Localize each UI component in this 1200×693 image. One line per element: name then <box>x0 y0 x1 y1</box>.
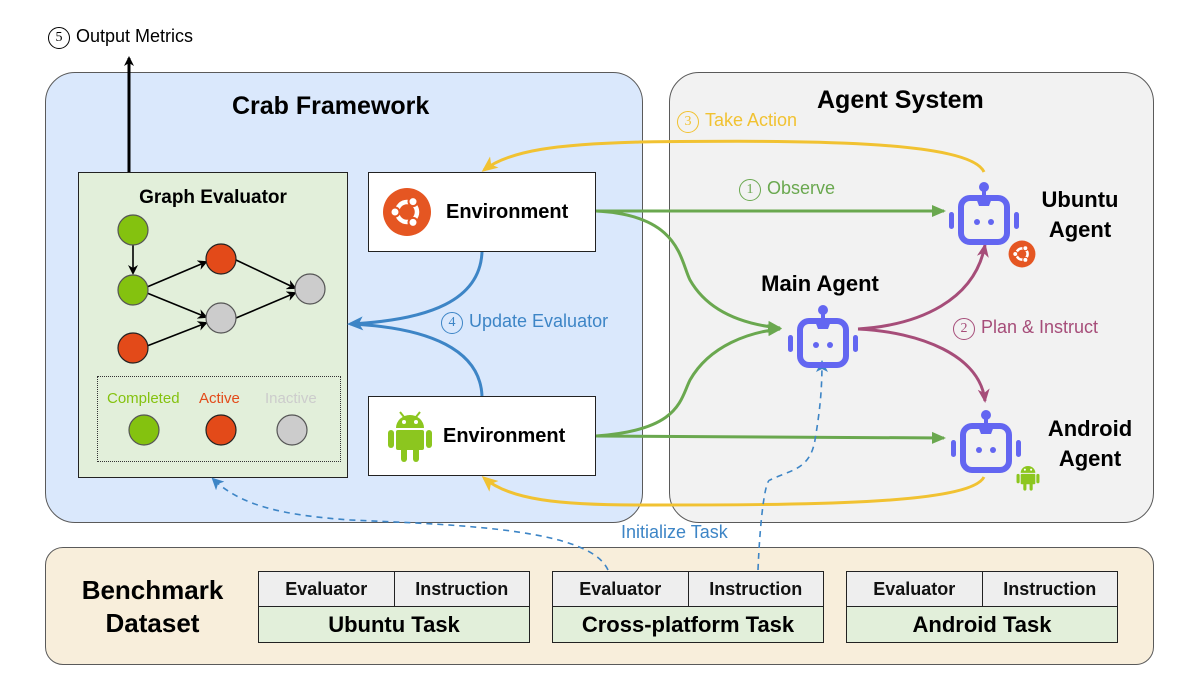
legend-node-inactive <box>276 414 308 446</box>
android-agent-name-line1: Android <box>1047 416 1133 441</box>
step-number-2: 2 <box>953 318 975 340</box>
graph-edge <box>235 259 297 290</box>
observe-label: 1 Observe <box>739 178 835 201</box>
step-number-5: 5 <box>48 27 70 49</box>
task-evaluator-cell: Evaluator <box>847 572 983 606</box>
graph-node-active <box>205 243 237 275</box>
plan-arrow-ubuntu <box>857 243 989 331</box>
graph-evaluator-title: Graph Evaluator <box>139 187 287 208</box>
task-instruction-cell: Instruction <box>709 578 803 599</box>
initialize-task-arrow-evaluator <box>211 477 609 571</box>
legend-active-label: Active <box>199 390 240 407</box>
android-agent-robot-icon <box>951 410 1021 473</box>
observe-arrow-main-from-ubuntu <box>595 209 782 333</box>
update-evaluator-text: Update Evaluator <box>469 311 609 331</box>
crab-framework-title: Crab Framework <box>232 92 430 120</box>
ubuntu-agent-robot-icon <box>949 182 1019 245</box>
android-agent-label: Android Agent <box>1035 414 1145 474</box>
initialize-task-arrow-main-agent <box>757 360 828 571</box>
environment-label: Environment <box>443 424 566 447</box>
ubuntu-badge-icon <box>1008 240 1036 268</box>
plan-instruct-label: 2 Plan & Instruct <box>953 317 1098 340</box>
graph-node-completed <box>117 214 149 246</box>
environment-label: Environment <box>446 200 569 223</box>
update-evaluator-arrow-android <box>351 322 484 397</box>
task-instruction-cell: Instruction <box>1003 578 1097 599</box>
android-task: Evaluator Instruction Android Task <box>846 571 1118 643</box>
initialize-task-label: Initialize Task <box>621 522 728 542</box>
take-action-text: Take Action <box>705 110 798 130</box>
take-action-arrow-android <box>481 476 986 507</box>
plan-arrow-android <box>857 327 990 403</box>
graph-node-completed <box>117 274 149 306</box>
legend-box <box>97 376 341 462</box>
graph-node-inactive <box>205 302 237 334</box>
android-agent-name-line2: Agent <box>1058 446 1122 471</box>
main-agent-robot-icon <box>788 305 858 368</box>
task-instruction-cell: Instruction <box>415 578 509 599</box>
main-agent-label: Main Agent <box>761 271 879 296</box>
legend-inactive-label: Inactive <box>265 390 317 407</box>
task-name: Android Task <box>912 612 1052 637</box>
android-icon <box>388 411 432 462</box>
take-action-label: 3 Take Action <box>677 110 797 133</box>
agent-system-title: Agent System <box>817 86 984 114</box>
output-metrics-label: 5 Output Metrics <box>48 26 193 49</box>
graph-edge <box>146 321 208 347</box>
cross-platform-task: Evaluator Instruction Cross-platform Task <box>552 571 824 643</box>
plan-instruct-text: Plan & Instruct <box>981 317 1099 337</box>
task-name: Ubuntu Task <box>328 612 460 637</box>
observe-arrow-main-from-android <box>595 324 782 438</box>
step-number-1: 1 <box>739 179 761 201</box>
ubuntu-agent-name-line2: Agent <box>1048 217 1112 242</box>
android-environment: Environment <box>368 396 596 476</box>
output-metrics-text: Output Metrics <box>76 26 194 46</box>
legend-node-completed <box>128 414 160 446</box>
graph-node-inactive <box>294 273 326 305</box>
benchmark-title-line2: Dataset <box>105 608 200 638</box>
benchmark-title-line1: Benchmark <box>81 575 224 605</box>
ubuntu-icon <box>383 188 431 236</box>
graph-edge <box>235 291 297 319</box>
ubuntu-task: Evaluator Instruction Ubuntu Task <box>258 571 530 643</box>
update-evaluator-label: 4 Update Evaluator <box>441 311 608 334</box>
ubuntu-environment: Environment <box>368 172 596 252</box>
observe-text: Observe <box>767 178 836 198</box>
benchmark-dataset-title: Benchmark Dataset <box>60 574 245 640</box>
graph-edge <box>146 292 208 319</box>
observe-arrow-android <box>595 431 946 444</box>
take-action-arrow-ubuntu <box>481 139 986 173</box>
android-badge-icon <box>1016 466 1040 491</box>
task-evaluator-cell: Evaluator <box>259 572 395 606</box>
ubuntu-agent-name-line1: Ubuntu <box>1041 187 1119 212</box>
step-number-4: 4 <box>441 312 463 334</box>
ubuntu-agent-label: Ubuntu Agent <box>1030 185 1130 245</box>
graph-edge <box>146 260 208 288</box>
step-number-3: 3 <box>677 111 699 133</box>
legend-node-active <box>205 414 237 446</box>
legend-completed-label: Completed <box>107 390 180 407</box>
task-evaluator-cell: Evaluator <box>553 572 689 606</box>
task-name: Cross-platform Task <box>581 612 795 637</box>
update-evaluator-arrow-ubuntu <box>347 251 484 331</box>
graph-node-active <box>117 332 149 364</box>
